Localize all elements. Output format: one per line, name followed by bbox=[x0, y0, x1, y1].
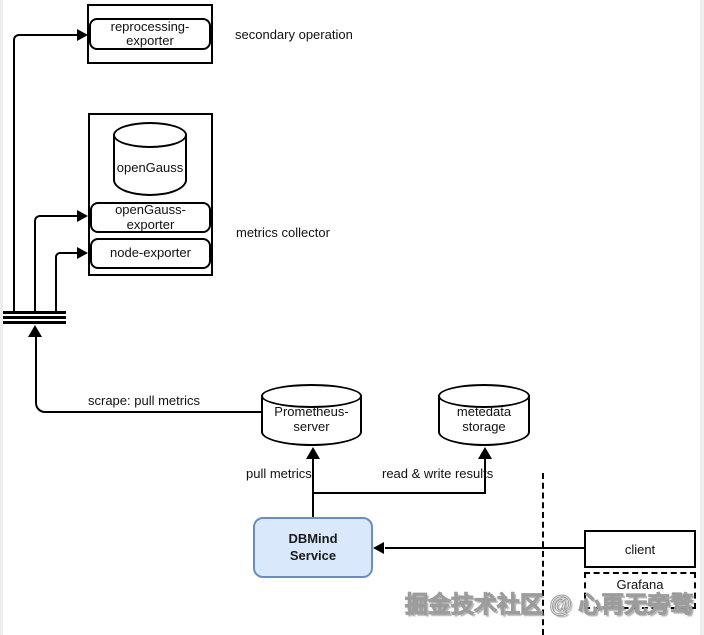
node-exporter-node: node-exporter bbox=[90, 238, 211, 269]
cylinder-top bbox=[438, 384, 530, 408]
edge-client-to-dbmind bbox=[385, 547, 585, 549]
client-label: client bbox=[624, 541, 656, 557]
edge-bus-to-reprocessing bbox=[13, 34, 78, 311]
dbmind-service-label: DBMind Service bbox=[288, 531, 338, 563]
opengauss-exporter-label: openGauss- exporter bbox=[115, 202, 186, 232]
edge-bus-to-node-exporter bbox=[55, 252, 78, 311]
arrowhead-to-node-exporter-icon bbox=[77, 247, 88, 259]
left-edge bbox=[0, 0, 3, 635]
prometheus-server-cylinder: Prometheus- server bbox=[261, 384, 362, 446]
dashed-boundary-line bbox=[542, 473, 544, 635]
dbmind-service-node: DBMind Service bbox=[253, 517, 373, 578]
arrowhead-to-prometheus-icon bbox=[306, 447, 320, 459]
metedata-storage-label: metedata storage bbox=[456, 404, 512, 434]
arrowhead-to-opengauss-exporter-icon bbox=[77, 210, 88, 222]
client-node: client bbox=[584, 530, 696, 568]
metrics-collector-label: metrics collector bbox=[236, 225, 330, 240]
edge-label-pull-metrics: pull metrics bbox=[246, 466, 312, 481]
opengauss-db-label: openGauss bbox=[116, 159, 184, 175]
grafana-node: Grafana bbox=[584, 572, 696, 609]
secondary-operation-label: secondary operation bbox=[235, 27, 353, 42]
edge-label-scrape: scrape: pull metrics bbox=[88, 393, 200, 408]
arrowhead-to-reprocessing-icon bbox=[77, 29, 88, 41]
arrowhead-to-dbmind-icon bbox=[373, 542, 384, 554]
reprocessing-exporter-node: reprocessing- exporter bbox=[89, 18, 211, 50]
right-edge bbox=[700, 0, 704, 635]
bus-bar bbox=[3, 316, 66, 319]
grafana-label: Grafana bbox=[616, 577, 664, 592]
bus-bar bbox=[3, 311, 66, 314]
cylinder-top bbox=[113, 122, 187, 148]
edge-read-write bbox=[484, 458, 486, 493]
arrowhead-to-metedata-icon bbox=[478, 447, 492, 459]
reprocessing-exporter-label: reprocessing- exporter bbox=[110, 18, 190, 48]
opengauss-db-cylinder: openGauss bbox=[113, 122, 187, 196]
edge-bus-to-opengauss-exporter bbox=[34, 215, 78, 311]
edge-pull-metrics bbox=[312, 458, 314, 493]
arrowhead-to-bus-icon bbox=[28, 325, 42, 337]
metedata-storage-cylinder: metedata storage bbox=[438, 384, 530, 446]
edge-branch bbox=[312, 492, 486, 494]
cylinder-top bbox=[261, 384, 362, 408]
edge-label-read-write: read & write results bbox=[382, 466, 494, 481]
opengauss-exporter-node: openGauss- exporter bbox=[90, 202, 211, 233]
prometheus-server-label: Prometheus- server bbox=[274, 404, 349, 434]
edge-dbmind-up bbox=[312, 492, 314, 518]
watermark-text: 掘金技术社区 @ 心再无旁骛 bbox=[404, 591, 694, 618]
bus-bar bbox=[3, 321, 66, 324]
node-exporter-label: node-exporter bbox=[110, 245, 191, 261]
edge-scrape bbox=[35, 336, 261, 413]
